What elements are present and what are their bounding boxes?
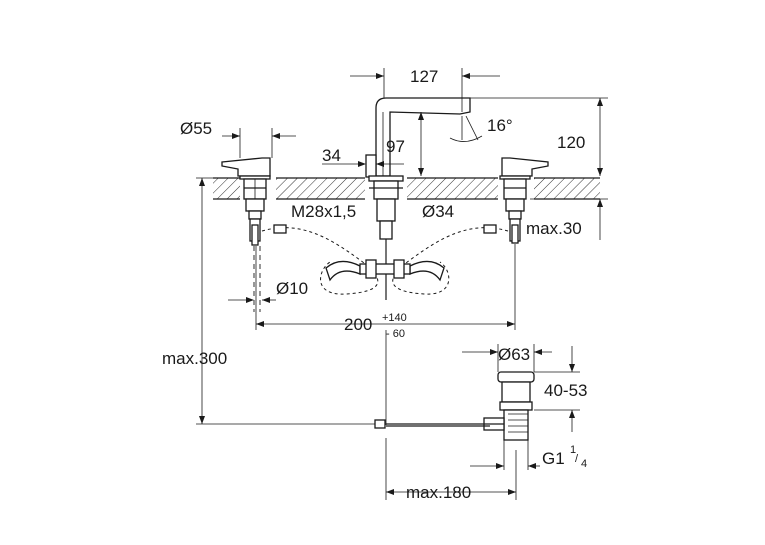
dim-tolerance-plus: +140 — [382, 312, 407, 324]
pop-up-waste — [374, 371, 535, 441]
center-lines — [385, 330, 517, 500]
pull-rod-connection — [253, 246, 261, 312]
dim-max-300: max.300 — [162, 349, 227, 368]
dim-diameter-34: Ø34 — [422, 202, 454, 221]
right-handle — [499, 157, 549, 244]
dim-g1: G1 — [542, 449, 565, 468]
dim-max-180: max.180 — [406, 483, 471, 502]
dim-40-53: 40-53 — [544, 381, 587, 400]
dim-200: 200 — [344, 315, 372, 334]
flexible-hoses — [261, 224, 509, 295]
dim-127: 127 — [410, 67, 438, 86]
spout — [365, 97, 471, 300]
dimension-lines — [196, 68, 608, 495]
dim-diameter-10: Ø10 — [276, 279, 308, 298]
dim-g1-den: 4 — [581, 458, 587, 470]
dim-thread: M28x1,5 — [291, 202, 356, 221]
dim-16-deg: 16° — [487, 116, 513, 135]
dim-diameter-63: Ø63 — [498, 345, 530, 364]
dim-97: 97 — [386, 137, 405, 156]
dim-g1-slash: / — [575, 453, 579, 465]
dim-diameter-55: Ø55 — [180, 119, 212, 138]
dim-max-30: max.30 — [526, 219, 582, 238]
left-handle — [221, 157, 271, 246]
dim-tolerance-minus: - 60 — [386, 328, 405, 340]
dim-g1-num: 1 — [570, 444, 576, 456]
dim-34: 34 — [322, 146, 341, 165]
dim-120: 120 — [557, 133, 585, 152]
countertop-deck — [213, 176, 600, 201]
